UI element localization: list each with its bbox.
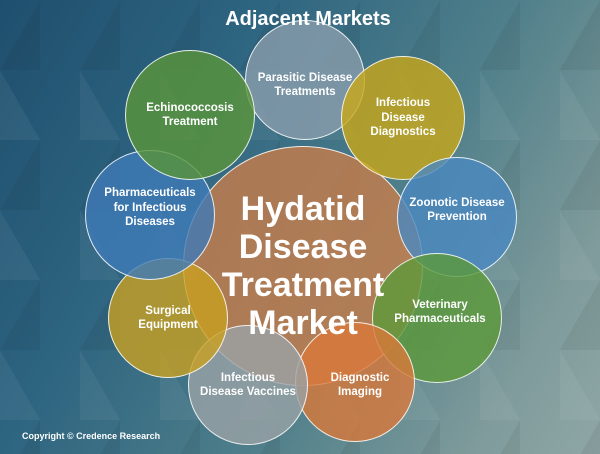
market-circle: Echinococcosis Treatment bbox=[146, 101, 234, 128]
center-label: Hydatid Disease Treatment Market bbox=[221, 189, 385, 343]
market-circle: Infectious Disease Vaccines bbox=[200, 371, 296, 398]
market-circle-shape bbox=[125, 50, 255, 180]
market-circle: Zoonotic Disease Prevention bbox=[409, 196, 505, 223]
market-circle: Surgical Equipment bbox=[138, 304, 198, 331]
market-circle: Diagnostic Imaging bbox=[330, 371, 390, 398]
market-circle: Parasitic Disease Treatments bbox=[257, 71, 353, 98]
market-circle-shape bbox=[108, 258, 228, 378]
copyright: Copyright © Credence Research bbox=[22, 431, 161, 441]
diagram-title: Adjacent Markets bbox=[225, 8, 391, 30]
market-circle: Infectious Disease Diagnostics bbox=[370, 97, 436, 139]
market-circle: Pharmaceuticals for Infectious Diseases bbox=[104, 187, 196, 229]
market-circle: Veterinary Pharmaceuticals bbox=[394, 298, 486, 325]
